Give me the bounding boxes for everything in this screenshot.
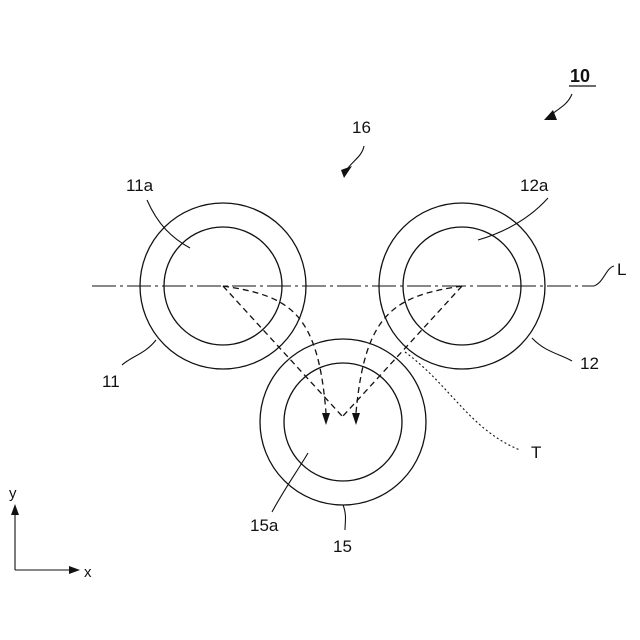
trajectories [223, 286, 462, 425]
trajectory-right-straight [343, 286, 462, 416]
arrow-10-shaft [552, 94, 572, 114]
arrow-16 [341, 146, 364, 178]
arrow-16-head [341, 166, 352, 178]
label-roll-left-inner: 11a [126, 176, 154, 195]
label-roll-bottom-inner: 15a [250, 516, 279, 535]
trajectory-left-curve [223, 286, 326, 413]
leader-11 [122, 340, 156, 365]
trajectory-left-straight [223, 286, 342, 416]
arrow-16-shaft [348, 146, 364, 168]
leader-15 [343, 505, 346, 530]
roll-bottom [260, 339, 426, 505]
y-axis-arrowhead [11, 504, 19, 515]
roll-bottom-outer-circle [260, 339, 426, 505]
y-axis-label: y [9, 485, 17, 502]
leader-l [594, 266, 614, 286]
label-roll-left: 11 [102, 372, 120, 391]
leader-15a [272, 453, 308, 512]
x-axis-arrowhead [69, 566, 80, 574]
trajectory-leader-t [405, 352, 520, 450]
arrow-10 [544, 94, 572, 120]
label-line: L [617, 260, 626, 279]
label-roll-right-inner: 12a [520, 176, 549, 195]
arrowhead-left [322, 413, 330, 425]
arrowhead-right [352, 413, 360, 425]
coordinate-axes: y x [9, 485, 92, 581]
x-axis-label: x [84, 564, 92, 581]
label-roll-right: 12 [580, 354, 599, 373]
label-assembly: 10 [570, 66, 590, 86]
label-gap: 16 [352, 118, 371, 137]
label-roll-bottom: 15 [333, 537, 352, 556]
label-trajectory: T [531, 443, 541, 462]
leader-12 [532, 338, 572, 361]
